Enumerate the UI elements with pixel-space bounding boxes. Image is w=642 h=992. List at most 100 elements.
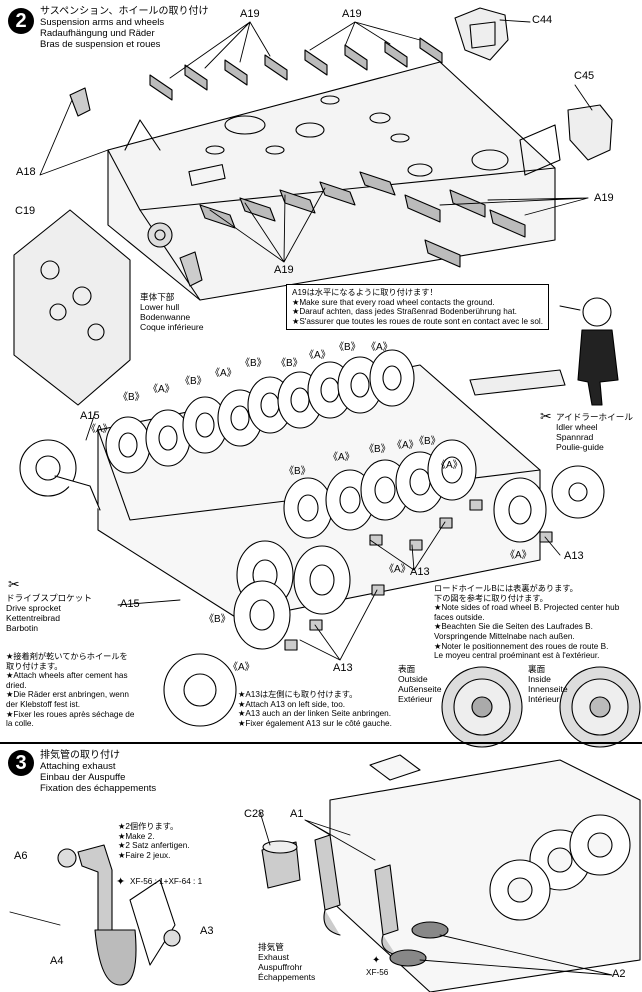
step-3-title-ja: 排気管の取り付け [40,750,120,761]
wheel-b-note-fr2: Le moyeu central proéminant est à l'exté… [434,651,600,661]
a2-parts [389,921,449,967]
part-label-a18: A18 [16,166,36,178]
cement-note: ★接着剤が乾いてからホイールを 取り付けます。 ★Attach wheels a… [6,652,134,729]
outside-de: Außenseite [398,684,442,694]
wheel-b-sides-note: ロードホイールBには表裏があります。 下の図を参考に取り付けます。 ★Note … [434,584,619,661]
step-3-title-fr: Fixation des échappements [40,783,157,794]
paint-icon: ✦ [372,955,381,966]
cement-note-ja1: ★接着剤が乾いてからホイールを [6,652,128,661]
a13-note-en: ★Attach A13 on left side, too. [238,699,346,709]
a19-arms-bottom [199,171,526,268]
step-2-title-fr: Bras de suspension et roues [40,39,161,50]
lower-hull-caption: 車体下部 Lower hull Bodenwanne Coque inférie… [140,292,204,332]
cement-note-en2: dried. [6,680,27,690]
lower-hull-fr: Coque inférieure [140,322,204,332]
wheel-marker-a: 《A》 [148,384,175,395]
leader-lines-step3 [259,811,613,976]
cement-note-fr1: ★Fixer les roues après séchage de [6,709,135,719]
exhaust-pipe-drawing [9,844,181,986]
part-label-a19: A19 [594,192,614,204]
sprocket-ja: ドライブスプロケット [6,593,92,603]
sprocket-de: Kettentreibrad [6,613,60,623]
wheel-marker-a: 《A》 [392,440,419,451]
part-label-a19: A19 [274,264,294,276]
make2-fr: ★Faire 2 jeux. [118,850,171,860]
road-wheels-back-row [105,349,415,474]
step-2-number: 2 [8,8,34,34]
cement-note-en1: ★Attach wheels after cement has [6,671,128,681]
make2-de: ★2 Satz anfertigen. [118,841,190,851]
figure-drawing [469,297,619,406]
cement-note-de1: ★Die Räder erst anbringen, wenn [6,690,129,700]
make2-en: ★Make 2. [118,831,155,841]
part-label-a6: A6 [14,850,28,862]
inside-ja: 裏面 [528,664,546,674]
part-label-c19: C19 [15,205,36,217]
a13-note-ja: ★A13は左側にも取り付けます。 [238,690,358,699]
outside-en: Outside [398,674,428,684]
wheel-marker-b: 《B》 [204,614,231,625]
wheel-b-note-en2: faces outside. [434,612,485,622]
wheel-b-note-ja1: ロードホイールBには表裏があります。 [434,584,578,593]
a13-caps [284,499,553,651]
wheel-b-note-ja2: 下の図を参考に取り付けます。 [434,593,548,603]
drive-sprocket-caption: ドライブスプロケット Drive sprocket Kettentreibrad… [6,593,92,633]
paint-icon: ✦ [116,876,126,888]
a19-level-note: A19は水平になるように取り付けます！ ★Make sure that ever… [286,284,550,331]
lower-hull-de: Bodenwanne [140,312,191,322]
exhaust-de: Auspuffrohr [258,962,303,972]
c44-c45-parts [454,7,613,176]
idler-en: Idler wheel [556,422,598,432]
wheel-marker-b: 《B》 [334,342,361,353]
exhaust-caption: 排気管 Exhaust Auspuffrohr Échappements [258,942,315,982]
step-3-title-en: Attaching exhaust [40,761,116,772]
a13-note-de: ★A13 auch an der linken Seite anbringen. [238,709,391,719]
leader-lines-step2 [39,19,593,661]
wheel-marker-b: 《B》 [414,436,441,447]
wheel-b-outside-drawing [441,666,523,748]
paint-label: XF-56 [366,968,389,977]
cement-note-fr2: la colle. [6,719,34,729]
sprocket-en: Drive sprocket [6,603,61,613]
idler-ja: アイドラーホイール [556,412,633,422]
wheel-marker-b: 《B》 [276,358,303,369]
wheel-marker-a: 《A》 [210,368,237,379]
part-label-a13: A13 [564,550,584,562]
wheel-marker-a: 《A》 [304,350,331,361]
wheel-b-note-fr1: ★Noter le positionnement des roues de ro… [434,641,609,651]
wheel-b-inside-caption: 裏面 Inside Innenseite Intérieur [528,664,568,704]
exhaust-fr: Échappements [258,972,316,982]
step-2-title-ja: サスペンション、ホイールの取り付け [40,6,209,17]
inside-en: Inside [528,674,551,684]
part-label-a2: A2 [612,968,626,980]
idler-fr: Poulie-guide [556,442,604,452]
step-3-title: 排気管の取り付け Attaching exhaust Einbau der Au… [40,750,156,794]
a19-arms-top [149,37,443,101]
part-label-a19: A19 [342,8,362,20]
outside-ja: 表面 [398,664,416,674]
wheel-marker-a: 《A》 [436,460,463,471]
c19-plate [13,87,203,406]
part-label-a1: A1 [290,808,304,820]
wheel-b-note-de1: ★Beachten Sie die Seiten des Laufrades B… [434,622,593,632]
a19-note-fr: ★S'assurer que toutes les roues de route… [292,316,544,326]
part-label-c45: C45 [574,70,595,82]
wheel-b-inside-drawing [559,666,641,748]
wheel-marker-b: 《B》 [180,376,207,387]
wheel-marker-a: 《A》 [505,550,532,561]
lower-hull-ja: 車体下部 [140,292,175,302]
inside-fr: Intérieur [528,694,560,704]
wheel-b-note-de2: Vorspringende Mittelnabe nach außen. [434,631,575,641]
a19-note-de: ★Darauf achten, dass jedes Straßenrad Bo… [292,307,517,317]
exhaust-hull-drawing [329,754,641,992]
lower-hull-en: Lower hull [140,302,180,312]
step-3-title-de: Einbau der Auspuffe [40,772,126,783]
road-wheels-front-row [233,439,547,650]
a13-left-side-note: ★A13は左側にも取り付けます。 ★Attach A13 on left sid… [238,690,392,728]
wheel-marker-a: 《A》 [384,564,411,575]
cement-note-de2: der Klebstoff fest ist. [6,699,81,709]
step-2-title: サスペンション、ホイールの取り付け Suspension arms and wh… [40,6,209,50]
paint-mix-label: XF-56 : 1+XF-64 : 1 [130,877,203,886]
c28-drawing [261,840,301,889]
